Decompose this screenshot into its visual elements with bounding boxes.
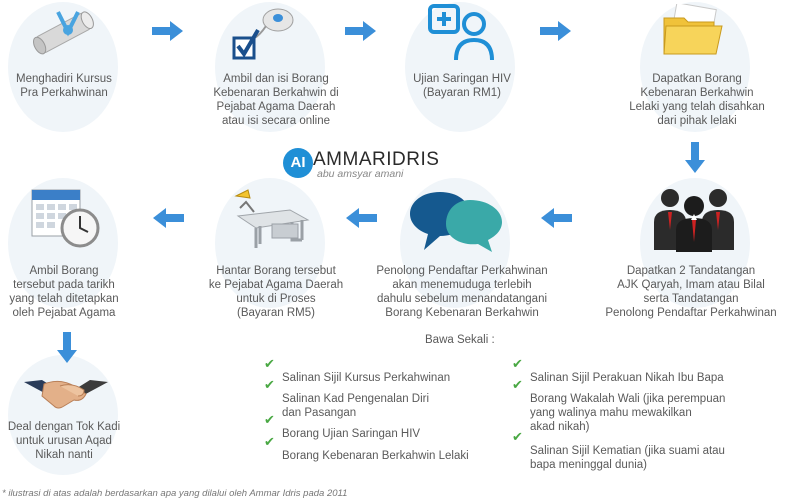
folder-icon <box>663 4 723 55</box>
step-9-label: Deal dengan Tok Kadi untuk urusan Aqad N… <box>7 421 121 461</box>
arrow-left-3 <box>153 208 184 228</box>
checklist-item: ✔Borang Wakalah Wali (jika perempuan yan… <box>512 377 726 434</box>
step-7-circle <box>215 178 325 308</box>
arrow-left-2 <box>346 208 377 228</box>
logo-name: AMMARIDRIS <box>313 149 440 170</box>
check-icon: ✔ <box>512 377 523 392</box>
step-5-label: Dapatkan 2 Tandatangan AJK Qaryah, Imam … <box>605 265 777 319</box>
businessmen-icon <box>654 189 734 252</box>
medical-user-icon <box>428 4 494 61</box>
footnote: * ilustrasi di atas adalah berdasarkan a… <box>2 488 348 499</box>
check-icon: ✔ <box>512 356 523 371</box>
logo-badge: AI <box>283 148 313 178</box>
mouse-checkbox-icon <box>232 8 294 60</box>
logo-tagline: abu amsyar amani <box>317 168 404 180</box>
scroll-diploma-icon <box>33 11 94 55</box>
step-9-circle <box>8 355 118 475</box>
checklist-item: ✔Salinan Sijil Perakuan Nikah Ibu Bapa <box>512 356 724 385</box>
ammaridris-logo: AI AMMARIDRIS abu amsyar amani <box>283 148 453 180</box>
desk-lamp-icon <box>234 189 310 248</box>
arrow-right-3 <box>540 21 571 41</box>
checklist-item: ✔Salinan Kad Pengenalan Diri dan Pasanga… <box>264 377 430 420</box>
check-icon: ✔ <box>264 434 275 449</box>
step-3-label: Ujian Saringan HIV (Bayaran RM1) <box>413 73 511 99</box>
arrow-down-1 <box>685 142 705 173</box>
step-4-label: Dapatkan Borang Kebenaran Berkahwin Lela… <box>629 73 765 127</box>
handshake-icon <box>24 380 108 409</box>
checklist-item: ✔Salinan Sijil Kursus Perkahwinan <box>264 356 451 385</box>
bawa-sekali-title: Bawa Sekali : <box>425 334 495 346</box>
check-icon: ✔ <box>512 429 523 444</box>
check-icon: ✔ <box>264 377 275 392</box>
arrow-left-1 <box>541 208 572 228</box>
arrow-right-1 <box>152 21 183 41</box>
calendar-clock-icon <box>31 189 100 248</box>
check-icon: ✔ <box>264 356 275 371</box>
step-6-label: Penolong Pendaftar Perkahwinan akan mene… <box>376 265 548 319</box>
checklist-item: ✔Borang Kebenaran Berkahwin Lelaki <box>264 434 469 463</box>
arrow-right-2 <box>345 21 376 41</box>
checklist-item: ✔Salinan Sijil Kematian (jika suami atau… <box>512 429 725 472</box>
step-7-label: Hantar Borang tersebut ke Pejabat Agama … <box>208 265 344 319</box>
arrow-down-2 <box>57 332 77 363</box>
check-icon: ✔ <box>264 412 275 427</box>
step-8-label: Ambil Borang tersebut pada tarikh yang t… <box>9 265 119 319</box>
step-2-label: Ambil dan isi Borang Kebenaran Berkahwin… <box>213 73 339 127</box>
step-1-label: Menghadiri Kursus Pra Perkahwinan <box>16 73 112 99</box>
checklist-item: ✔Borang Ujian Saringan HIV <box>264 412 421 441</box>
speech-bubbles-icon <box>410 192 502 252</box>
